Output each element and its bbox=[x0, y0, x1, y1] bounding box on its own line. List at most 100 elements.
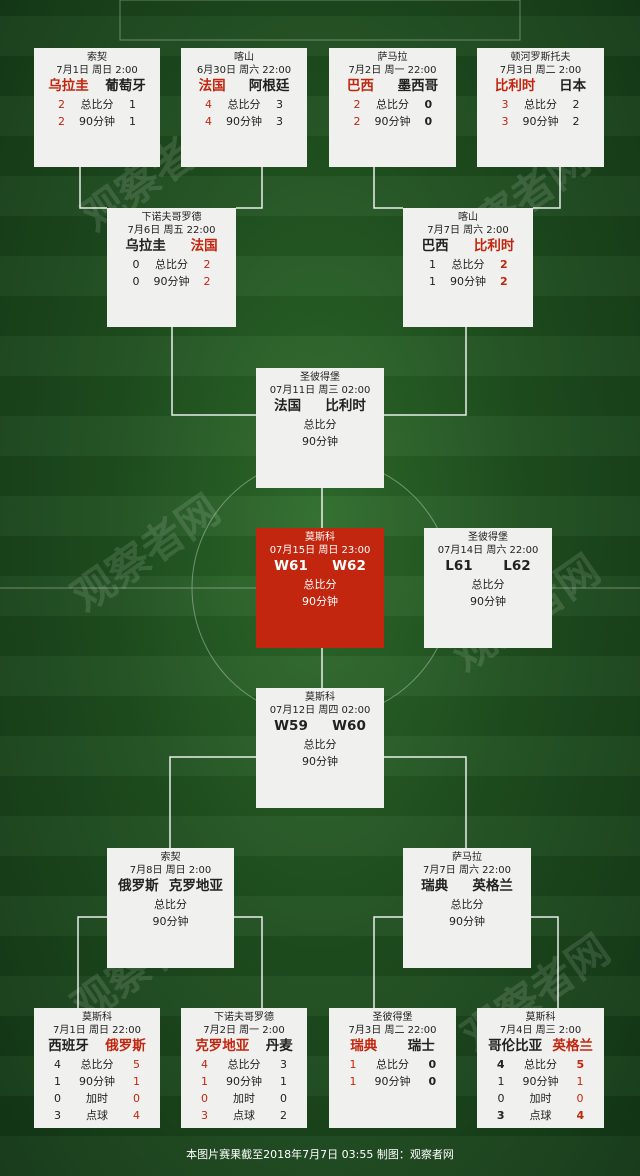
match-date: 7月1日 周日 2:00 bbox=[56, 65, 138, 76]
home-score: 2 bbox=[353, 98, 361, 111]
match-date: 7月6日 周五 22:00 bbox=[127, 225, 216, 236]
score-label: 90分钟 bbox=[226, 115, 262, 128]
away-score: 3 bbox=[276, 115, 283, 128]
score-label: 总比分 bbox=[227, 1058, 261, 1071]
away-score: 0 bbox=[424, 115, 433, 128]
score-label: 总比分 bbox=[451, 258, 485, 271]
venue: 萨马拉 bbox=[377, 52, 408, 63]
score-label: 总比分 bbox=[303, 578, 337, 591]
home-score: 3 bbox=[501, 98, 509, 111]
venue: 萨马拉 bbox=[452, 852, 482, 863]
home-team: W59 bbox=[274, 718, 308, 734]
away-score: 2 bbox=[500, 275, 508, 288]
venue: 圣彼得堡 bbox=[372, 1012, 413, 1023]
home-team: 瑞典 bbox=[350, 1038, 378, 1054]
away-score: 1 bbox=[129, 98, 136, 111]
home-score: 1 bbox=[349, 1058, 357, 1071]
score-label: 90分钟 bbox=[152, 915, 189, 928]
away-score: 1 bbox=[133, 1075, 140, 1088]
match-date: 7月4日 周三 2:00 bbox=[499, 1025, 582, 1036]
venue: 下诺夫哥罗德 bbox=[141, 212, 202, 223]
match-date: 07月15日 周日 23:00 bbox=[269, 545, 371, 556]
home-team: 西班牙 bbox=[48, 1038, 89, 1054]
score-label: 总比分 bbox=[450, 898, 484, 911]
venue: 莫斯科 bbox=[305, 532, 335, 543]
home-score: 0 bbox=[201, 1092, 208, 1105]
venue: 喀山 bbox=[458, 212, 478, 223]
match-date: 07月11日 周三 02:00 bbox=[269, 385, 371, 396]
score-label: 90分钟 bbox=[302, 595, 338, 608]
away-score: 2 bbox=[203, 258, 211, 271]
match-card-qf-4[interactable]: 萨马拉 7月7日 周六 22:00 瑞典英格兰 总比分 90分钟 bbox=[403, 848, 531, 968]
home-score: 1 bbox=[497, 1075, 505, 1088]
home-team: L61 bbox=[445, 558, 473, 574]
away-team: 瑞士 bbox=[407, 1038, 435, 1054]
away-score: 0 bbox=[133, 1092, 140, 1105]
score-label: 总比分 bbox=[376, 1058, 409, 1071]
home-score: 1 bbox=[429, 258, 436, 271]
home-team: 法国 bbox=[274, 398, 302, 414]
match-card-qf-3[interactable]: 索契 7月8日 周日 2:00 俄罗斯克罗地亚 总比分 90分钟 bbox=[107, 848, 234, 968]
away-score: 3 bbox=[280, 1058, 287, 1071]
score-label: 90分钟 bbox=[449, 915, 485, 928]
away-score: 1 bbox=[280, 1075, 287, 1088]
match-card-sf-1[interactable]: 圣彼得堡 07月11日 周三 02:00 法国比利时 总比分 90分钟 bbox=[256, 368, 384, 488]
away-score: 2 bbox=[572, 98, 580, 111]
match-date: 7月3日 周二 2:00 bbox=[499, 65, 582, 76]
match-date: 7月2日 周一 2:00 bbox=[203, 1025, 285, 1036]
away-score: 0 bbox=[280, 1092, 287, 1105]
score-label: 加时 bbox=[529, 1092, 552, 1105]
away-score: 5 bbox=[576, 1058, 585, 1071]
match-date: 7月7日 周六 22:00 bbox=[423, 865, 511, 876]
score-label: 总比分 bbox=[471, 578, 505, 591]
away-team: 丹麦 bbox=[265, 1038, 293, 1054]
match-date: 7月2日 周一 22:00 bbox=[348, 65, 437, 76]
venue: 索契 bbox=[87, 52, 107, 63]
score-label: 90分钟 bbox=[470, 595, 506, 608]
away-team: L62 bbox=[503, 558, 531, 574]
match-date: 07月12日 周四 02:00 bbox=[269, 705, 371, 716]
home-team: 乌拉圭 bbox=[125, 238, 166, 254]
away-team: 英格兰 bbox=[552, 1038, 593, 1054]
home-score: 4 bbox=[54, 1058, 61, 1071]
away-score: 4 bbox=[576, 1109, 585, 1122]
home-score: 0 bbox=[132, 275, 140, 288]
home-score: 2 bbox=[58, 115, 65, 128]
away-team: 日本 bbox=[559, 78, 587, 94]
away-score: 5 bbox=[133, 1058, 140, 1071]
home-team: 克罗地亚 bbox=[195, 1038, 250, 1054]
score-label: 90分钟 bbox=[374, 1075, 411, 1088]
home-team: 法国 bbox=[198, 78, 226, 94]
away-score: 3 bbox=[276, 98, 283, 111]
away-score: 1 bbox=[576, 1075, 584, 1088]
score-label: 90分钟 bbox=[153, 275, 190, 288]
away-team: 英格兰 bbox=[472, 878, 513, 894]
home-team: 比利时 bbox=[494, 78, 536, 94]
home-score: 1 bbox=[54, 1075, 61, 1088]
score-label: 点球 bbox=[529, 1109, 552, 1122]
away-score: 0 bbox=[424, 98, 433, 111]
venue: 下诺夫哥罗德 bbox=[214, 1012, 274, 1023]
home-score: 0 bbox=[54, 1092, 61, 1105]
venue: 莫斯科 bbox=[305, 692, 335, 703]
home-team: 哥伦比亚 bbox=[488, 1038, 543, 1054]
score-label: 总比分 bbox=[303, 418, 337, 431]
venue: 顿河罗斯托夫 bbox=[510, 52, 571, 63]
score-label: 90分钟 bbox=[79, 115, 115, 128]
score-label: 点球 bbox=[86, 1109, 108, 1122]
score-label: 总比分 bbox=[154, 898, 187, 911]
match-date: 7月1日 周日 22:00 bbox=[53, 1025, 141, 1036]
